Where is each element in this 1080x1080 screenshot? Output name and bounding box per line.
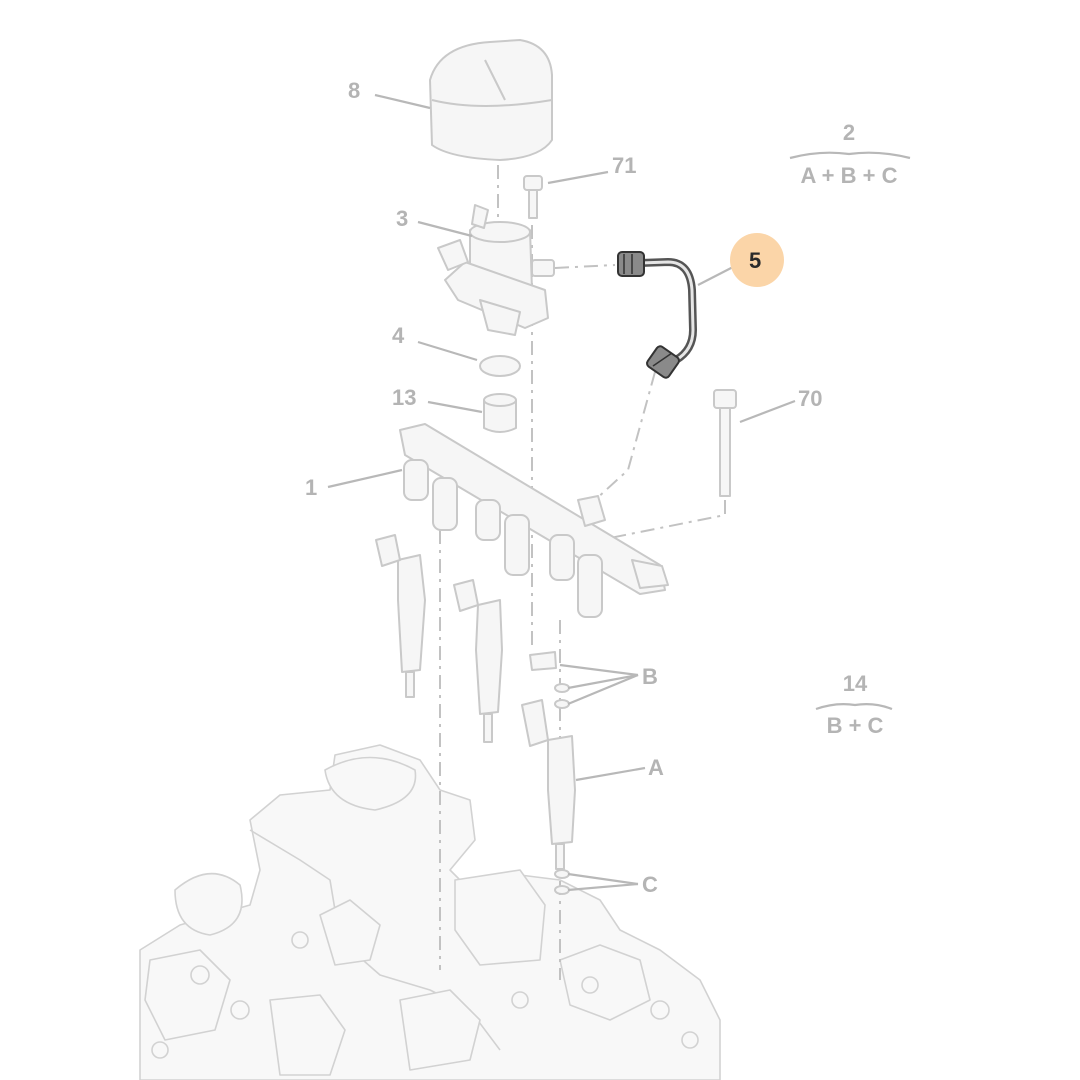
callout-71[interactable]: 71 [612,153,636,178]
kit-14-number: 14 [843,671,868,696]
callout-1[interactable]: 1 [305,475,317,500]
callout-c[interactable]: C [642,872,658,897]
kit-2-label[interactable]: 2 A + B + C [789,120,911,188]
kit-14-brace [815,703,893,711]
callout-a[interactable]: A [648,755,664,780]
leader-lines [327,93,796,892]
kit-b-parts [529,651,570,709]
kit-14-label[interactable]: 14 B + C [815,671,893,738]
injector-a[interactable] [521,699,576,870]
kit-2-number: 2 [843,120,855,145]
callout-5[interactable]: 5 [749,248,761,273]
part-5-pipe[interactable] [617,251,697,379]
part-1-fuel-rail[interactable] [399,423,669,618]
part-13-cup[interactable] [483,393,517,433]
callouts: 8 71 3 5 4 70 13 1 B A C [305,78,822,897]
part-71-screw[interactable] [523,175,543,219]
engine-block [139,744,721,1080]
callout-4[interactable]: 4 [392,323,405,348]
callout-3[interactable]: 3 [396,206,408,231]
part-8-cover[interactable] [429,39,553,161]
highlight-bubble-5[interactable] [730,233,784,287]
part-3-pump[interactable] [437,204,555,336]
part-70-bolt[interactable] [713,389,737,497]
callout-8[interactable]: 8 [348,78,360,103]
callout-70[interactable]: 70 [798,386,822,411]
part-4-o-ring[interactable] [479,355,521,377]
kit-c-parts [554,869,570,895]
kit-14-contents: B + C [827,713,884,738]
callout-13[interactable]: 13 [392,385,416,410]
kit-2-contents: A + B + C [801,163,898,188]
injector-middle[interactable] [453,579,503,743]
injector-left[interactable] [375,534,426,698]
kit-2-brace [789,151,911,160]
callout-b[interactable]: B [642,664,658,689]
